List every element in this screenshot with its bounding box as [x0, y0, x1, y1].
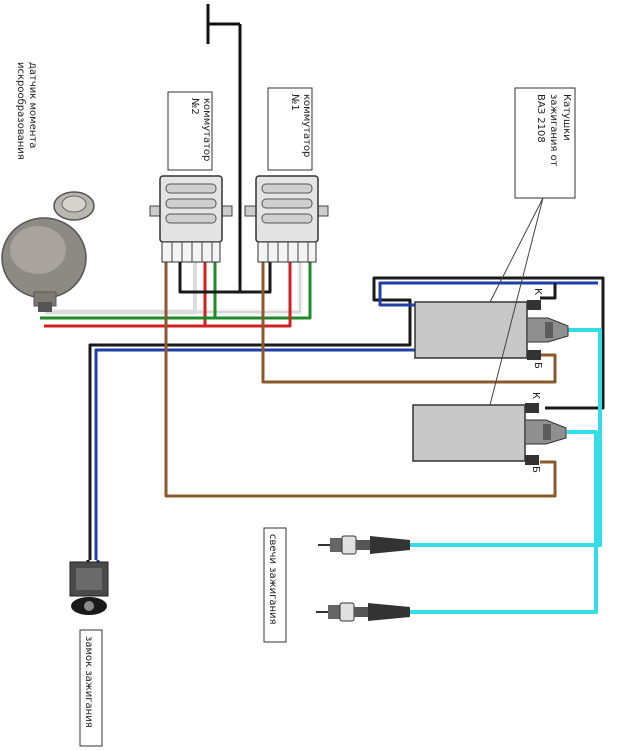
- coils-pointer-2: [489, 197, 544, 406]
- svg-text:К: К: [532, 288, 543, 295]
- svg-text:Б: Б: [532, 362, 543, 369]
- wire-black-power: [88, 276, 605, 560]
- coil2-b-label: Б: [530, 466, 541, 473]
- coils-pointer-1: [489, 197, 544, 303]
- ignition-coil-1: [414, 300, 569, 360]
- wire-white-2: [45, 262, 197, 314]
- svg-text:К: К: [530, 392, 541, 399]
- label-coils-box: Катушки зажигания от ВАЗ 2108: [489, 87, 576, 406]
- label-comm2-line1: коммутатор: [201, 98, 212, 161]
- ground-symbol: [206, 4, 242, 285]
- coil1-b-label: Б: [532, 362, 543, 369]
- spark-plug-1: [318, 535, 410, 555]
- label-sensor: датчик момента искрообразования: [15, 62, 38, 160]
- label-comm2-line2: №2: [189, 98, 200, 115]
- commutator-2: [149, 175, 233, 263]
- hall-sensor-distributor: [1, 191, 95, 312]
- wire-ht-2: [410, 430, 598, 614]
- wire-black-k1: [540, 283, 557, 300]
- label-comm1-line1: коммутатор: [301, 94, 312, 157]
- wire-black-ground: [178, 262, 272, 294]
- wire-brown-1: [261, 262, 557, 384]
- coil2-k-label: К: [530, 392, 541, 399]
- label-sensor-line2: искрообразования: [15, 62, 26, 160]
- label-comm1-line2: №1: [289, 94, 300, 111]
- svg-text:Б: Б: [530, 466, 541, 473]
- label-coils-line3: ВАЗ 2108: [535, 94, 546, 143]
- wire-red-2: [44, 262, 207, 328]
- ignition-lock: [69, 561, 109, 615]
- label-plugs-text: свечи зажигания: [267, 534, 278, 625]
- coil1-k-label: К: [532, 288, 543, 295]
- wire-brown-2: [164, 262, 557, 498]
- label-lock-box: замок зажигания: [79, 629, 103, 747]
- label-comm2-box: коммутатор №2: [167, 91, 213, 171]
- wire-ht-1: [410, 328, 602, 547]
- label-coils-line1: Катушки: [561, 94, 572, 141]
- commutator-1: [244, 175, 329, 263]
- label-plugs-box: свечи зажигания: [263, 527, 287, 643]
- label-comm1-box: коммутатор №1: [267, 87, 313, 171]
- spark-plug-2: [316, 602, 410, 622]
- label-coils-line2: зажигания от: [548, 94, 559, 167]
- label-sensor-line1: датчик момента: [27, 62, 38, 148]
- wire-green-2: [40, 262, 217, 320]
- ignition-coil-2: [412, 403, 567, 465]
- label-lock-text: замок зажигания: [83, 636, 94, 728]
